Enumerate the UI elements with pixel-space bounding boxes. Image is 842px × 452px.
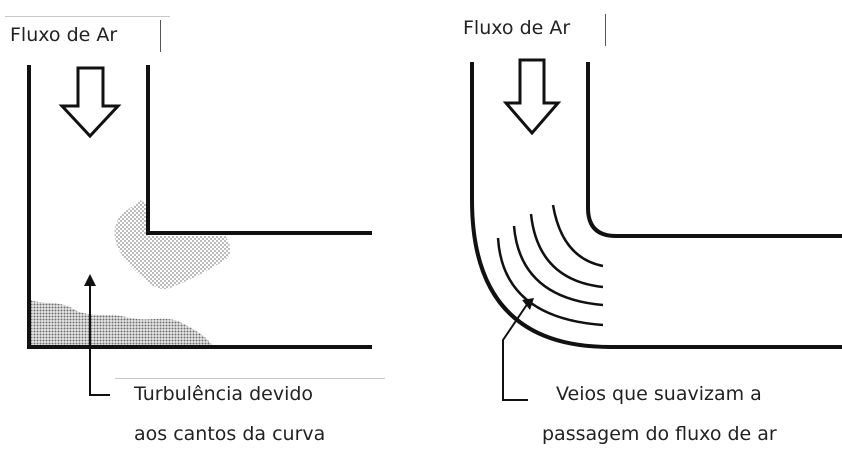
turning-vane-2 <box>512 225 604 307</box>
inner-wall-right <box>586 62 842 238</box>
airflow-arrow-left <box>58 66 122 139</box>
left-note-line1: Turbulência devido <box>134 383 314 405</box>
left-panel-title: Fluxo de Ar <box>10 24 118 46</box>
rule-note-left <box>115 378 385 379</box>
turbulence-zone-outer <box>30 300 212 345</box>
leader-arrowhead-left <box>84 274 96 286</box>
turbulence-zone-inner <box>114 200 231 290</box>
leader-arrowhead-right <box>522 298 534 310</box>
left-note-line2: aos cantos da curva <box>134 423 326 445</box>
sharp-corner-duct <box>27 65 372 396</box>
turning-vane-4 <box>551 204 604 268</box>
leader-line-right <box>502 302 529 401</box>
inner-wall-left <box>146 65 372 235</box>
airflow-arrow-right <box>502 58 562 136</box>
right-note-line1: Veios que suavizam a <box>556 383 762 405</box>
rule-title-left <box>5 16 170 17</box>
tick-title-left <box>160 20 161 52</box>
leader-line-left <box>89 282 110 396</box>
turning-vane-3 <box>529 213 604 289</box>
tick-title-right <box>605 14 606 46</box>
right-panel-title: Fluxo de Ar <box>463 17 571 39</box>
right-note-line2: passagem do fluxo de ar <box>542 423 777 445</box>
turning-vane-1 <box>496 237 604 327</box>
outer-wall-left <box>27 65 372 349</box>
curved-duct <box>470 58 842 401</box>
outer-wall-right <box>470 62 842 349</box>
